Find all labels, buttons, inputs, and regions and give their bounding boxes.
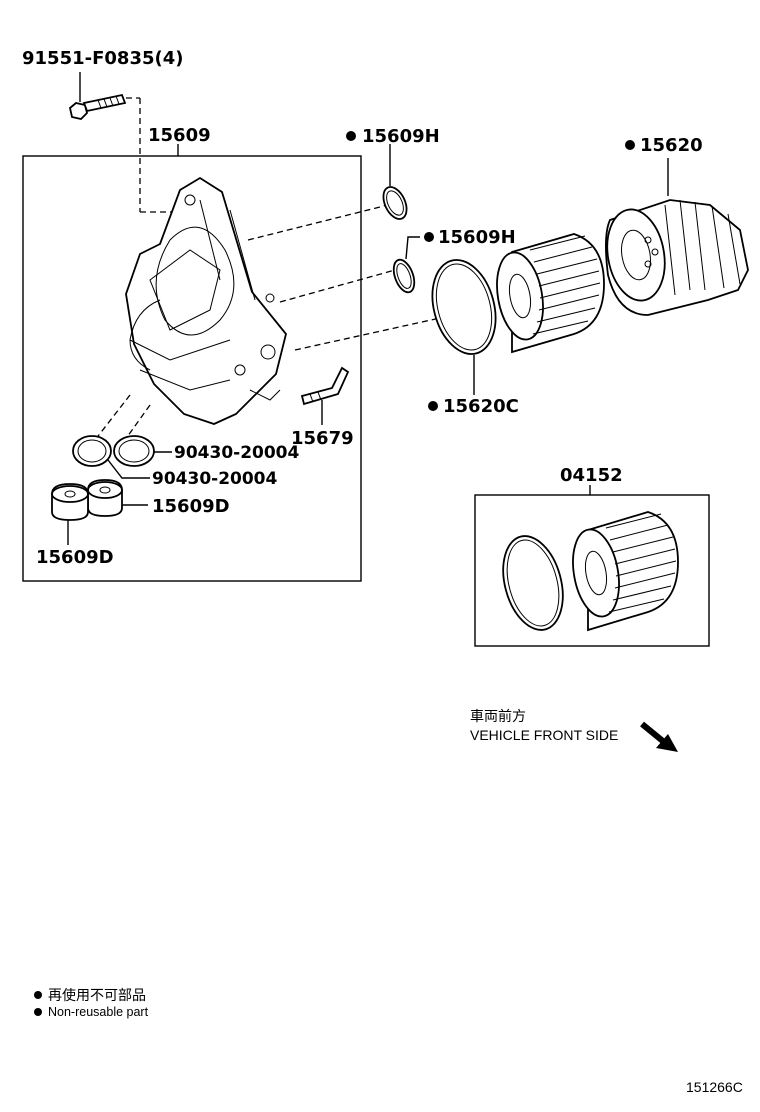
legend-en: Non-reusable part xyxy=(48,1005,149,1019)
non-reusable-bullet-icon xyxy=(428,401,438,411)
legend-jp: 再使用不可部品 xyxy=(48,987,146,1003)
o-ring-mid-icon xyxy=(392,258,416,294)
kit-o-ring-icon xyxy=(502,535,564,631)
o-ring-top-icon xyxy=(382,186,408,220)
legend-bullet-icon xyxy=(34,991,42,999)
label-gasket-1: 90430-20004 xyxy=(174,443,300,463)
legend-bullet-icon xyxy=(34,1008,42,1016)
plug-left-icon xyxy=(51,483,89,521)
bolt-icon xyxy=(69,93,127,120)
label-bolt: 91551-F0835(4) xyxy=(22,48,183,69)
kit-filter-element-icon xyxy=(572,511,679,632)
clip-icon xyxy=(300,366,350,406)
cap-o-ring-icon xyxy=(431,259,497,355)
label-gasket-2: 90430-20004 xyxy=(152,469,278,489)
vehicle-front-arrow-icon xyxy=(640,721,678,752)
filter-element-icon xyxy=(496,233,605,354)
non-reusable-bullet-icon xyxy=(625,140,635,150)
figure-id: 151266C xyxy=(686,1079,743,1095)
non-reusable-bullet-icon xyxy=(424,232,434,242)
label-o-ring-mid: 15609H xyxy=(438,227,516,248)
label-element-kit: 04152 xyxy=(560,465,623,486)
oil-filter-housing-icon xyxy=(125,176,287,425)
label-clip: 15679 xyxy=(291,428,354,449)
element-kit-frame xyxy=(474,494,710,647)
label-cap: 15620 xyxy=(640,135,703,156)
label-plug-left: 15609D xyxy=(36,547,114,568)
label-o-ring-top: 15609H xyxy=(362,126,440,147)
non-reusable-bullet-icon xyxy=(346,131,356,141)
label-plug-right: 15609D xyxy=(152,496,230,517)
label-housing: 15609 xyxy=(148,125,211,146)
filter-cap-icon xyxy=(605,199,749,316)
housing-assembly-frame xyxy=(22,155,362,582)
label-cap-o-ring: 15620C xyxy=(443,396,519,417)
direction-jp: 車両前方 xyxy=(470,708,526,724)
direction-en: VEHICLE FRONT SIDE xyxy=(470,727,618,743)
plug-right-icon xyxy=(87,479,123,517)
gasket-1-icon xyxy=(113,435,155,467)
